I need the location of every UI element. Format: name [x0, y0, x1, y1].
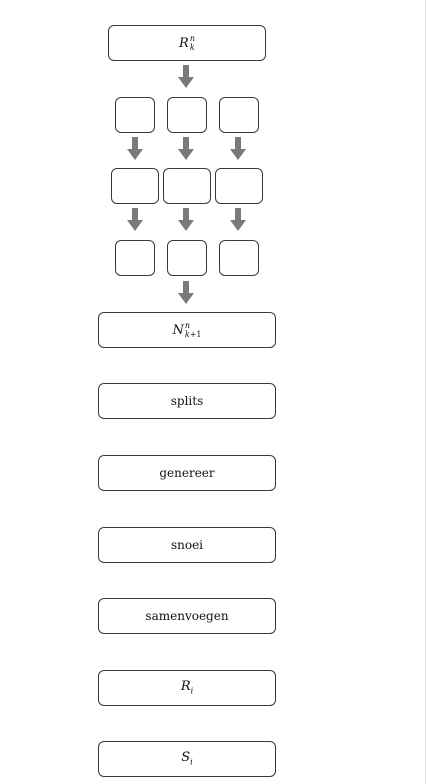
- down-arrow-icon: [178, 137, 194, 160]
- row1-box-3: [219, 97, 259, 133]
- down-arrow-icon: [127, 137, 143, 160]
- arrow-shaft: [235, 208, 241, 221]
- arrow-head: [178, 220, 194, 231]
- arrow-shaft: [183, 208, 189, 221]
- row3-box-3: [219, 240, 259, 276]
- row1-box-1: [115, 97, 155, 133]
- step-splits: splits: [98, 383, 276, 419]
- arrow-head: [178, 293, 194, 304]
- down-arrow-icon: [178, 65, 194, 88]
- row3-box-2: [167, 240, 207, 276]
- arrow-shaft: [183, 65, 189, 78]
- row2-box-1: [111, 168, 159, 204]
- step-samenvoegen: samenvoegen: [98, 598, 276, 634]
- row3-box-1: [115, 240, 155, 276]
- step-genereer: genereer: [98, 455, 276, 491]
- step-samenvoegen-label: samenvoegen: [145, 609, 229, 623]
- arrow-head: [230, 149, 246, 160]
- arrow-shaft: [183, 281, 189, 294]
- step-genereer-label: genereer: [159, 466, 215, 480]
- row1-box-2: [167, 97, 207, 133]
- arrow-head: [127, 220, 143, 231]
- row2-box-3: [215, 168, 263, 204]
- arrow-shaft: [132, 208, 138, 221]
- down-arrow-icon: [230, 208, 246, 231]
- down-arrow-icon: [230, 137, 246, 160]
- down-arrow-icon: [127, 208, 143, 231]
- arrow-shaft: [183, 137, 189, 150]
- node-s-i: Si: [98, 741, 276, 777]
- arrow-head: [178, 77, 194, 88]
- step-snoei: snoei: [98, 527, 276, 563]
- down-arrow-icon: [178, 208, 194, 231]
- step-splits-label: splits: [170, 394, 204, 408]
- row2-box-2: [163, 168, 211, 204]
- node-r-i: Ri: [98, 670, 276, 706]
- arrow-head: [127, 149, 143, 160]
- node-r-i-label: Ri: [180, 679, 194, 696]
- step-snoei-label: snoei: [170, 538, 204, 552]
- arrow-shaft: [132, 137, 138, 150]
- down-arrow-icon: [178, 281, 194, 304]
- arrow-shaft: [235, 137, 241, 150]
- node-s-i-label: Si: [181, 750, 193, 767]
- arrow-head: [178, 149, 194, 160]
- arrow-head: [230, 220, 246, 231]
- page-edge-rule: [425, 0, 426, 784]
